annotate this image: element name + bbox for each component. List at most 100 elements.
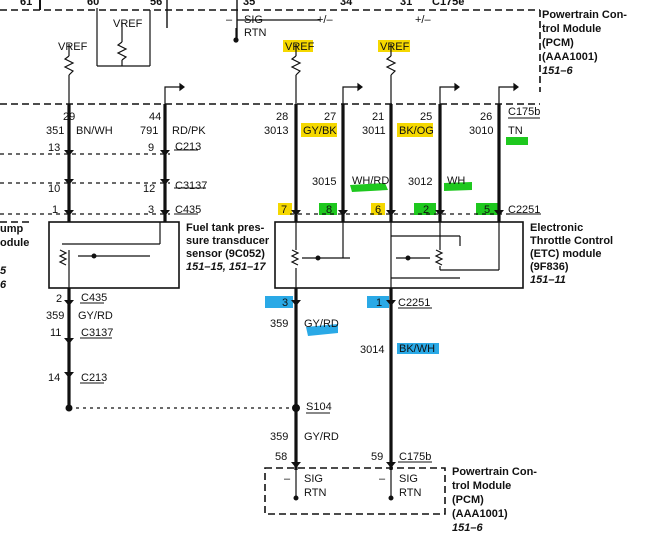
highlight-vref-21	[378, 40, 410, 52]
vref-label-3013: VREF	[285, 41, 315, 53]
c2251-pin-8: 8	[326, 204, 333, 216]
connector-c175b-top: C175b	[508, 106, 541, 118]
highlights	[265, 40, 528, 354]
connector-c2251-bottom: C2251	[398, 297, 431, 309]
color-gy-bk: GY/BK	[303, 125, 337, 137]
circuit-359-pcm: 359	[270, 431, 289, 443]
connector-c435-bottom: C435	[81, 292, 108, 304]
pcm-top-sig: SIG	[244, 14, 263, 26]
highlight-tn	[506, 137, 528, 145]
pcm-top-title-4: (AAA1001)	[542, 51, 598, 63]
c2251-pin-1: 1	[376, 297, 383, 309]
connector-c175b-bottom: C175b	[399, 451, 432, 463]
pcm-top-title-1: Powertrain Con-	[542, 9, 627, 21]
pin-28: 28	[276, 111, 289, 123]
pcm-top-pin-31: 31	[400, 0, 413, 8]
pcm-top-connector-c175e: C175e	[432, 0, 465, 8]
color-wh: WH	[447, 175, 466, 187]
pcm-top-pin-61: 61	[20, 0, 33, 8]
fuel-pump-partial-2: odule	[0, 237, 30, 249]
pcm-bottom-title-2: trol Module	[452, 480, 512, 492]
vref-label-3011: VREF	[380, 41, 410, 53]
c2251-pin-2: 2	[423, 204, 430, 216]
pcm-top-minus: –	[226, 14, 233, 26]
highlight-pin7	[278, 203, 292, 215]
color-gy-rd-left: GY/RD	[78, 310, 113, 322]
fuel-sensor-line-2: sure transducer	[186, 235, 270, 247]
pcm-bottom-pin-58: 58	[275, 451, 288, 463]
circuit-3010: 3010	[469, 125, 494, 137]
highlight-vref-28	[283, 40, 313, 52]
pin-27: 27	[324, 111, 337, 123]
etc-ref: 151–11	[530, 274, 566, 286]
pcm-bottom-rtn-2: RTN	[399, 487, 422, 499]
c3137-pin-12: 12	[143, 183, 156, 195]
pcm-bottom-title-1: Powertrain Con-	[452, 466, 537, 478]
highlight-bk-wh	[397, 343, 439, 354]
splice-s104-label: S104	[306, 401, 332, 413]
vref-label-pcm: VREF	[113, 18, 143, 30]
color-rd-pk: RD/PK	[172, 125, 206, 137]
pin-25: 25	[420, 111, 433, 123]
c213-pin-13: 13	[48, 142, 61, 154]
pcm-top-ref: 151–6	[542, 65, 573, 77]
color-bk-wh: BK/WH	[399, 343, 436, 355]
c435-pin-2: 2	[56, 293, 63, 305]
pcm-bottom-title-3: (PCM)	[452, 494, 484, 506]
fuel-sensor-line-1: Fuel tank pres-	[186, 222, 265, 234]
fuel-pump-partial-4: 6	[0, 279, 7, 291]
color-bn-wh: BN/WH	[76, 125, 113, 137]
pcm-bottom-sig-2: SIG	[399, 473, 418, 485]
c2251-pin-3: 3	[282, 297, 289, 309]
c435-pin-1: 1	[52, 204, 59, 216]
fuel-sensor-ref: 151–15, 151–17	[186, 261, 266, 273]
etc-module-box	[274, 221, 524, 289]
highlight-wh-rd	[350, 183, 388, 192]
pcm-top-title-2: trol Module	[542, 23, 602, 35]
pcm-bottom-title-4: (AAA1001)	[452, 508, 508, 520]
connector-c3137-top: C3137	[175, 180, 208, 192]
connector-underlines	[80, 117, 541, 463]
pin-44: 44	[149, 111, 162, 123]
c3137-pin-11: 11	[50, 327, 62, 339]
c213-pin-14: 14	[48, 372, 61, 384]
c2251-pin-5: 5	[484, 204, 491, 216]
connector-chevrons	[64, 150, 504, 468]
circuit-3013: 3013	[264, 125, 289, 137]
fuel-sensor-line-3: sensor (9C052)	[186, 248, 265, 260]
pcm-bottom-minus-2: –	[379, 473, 386, 485]
etc-line-1: Electronic	[530, 222, 584, 234]
pcm-bottom-sig: SIG	[304, 473, 323, 485]
connector-c435-top: C435	[175, 204, 202, 216]
pcm-bottom-pin-59: 59	[371, 451, 384, 463]
c435-pin-3: 3	[148, 204, 155, 216]
fuel-tank-sensor-box	[48, 221, 180, 289]
color-wh-rd: WH/RD	[352, 175, 390, 187]
wires	[67, 104, 501, 470]
highlight-pin2	[414, 203, 436, 215]
highlight-pin1	[367, 296, 389, 308]
pin-21: 21	[372, 111, 385, 123]
pin-26: 26	[480, 111, 493, 123]
vref-label-351: VREF	[58, 41, 88, 53]
pcm-bottom-box	[264, 467, 446, 515]
circuit-3011: 3011	[362, 125, 386, 137]
pcm-top-pin-34: 34	[340, 0, 353, 8]
pcm-top-rtn: RTN	[244, 27, 267, 39]
highlight-pin8	[319, 203, 337, 215]
highlight-gy-rd	[306, 324, 338, 336]
color-tn: TN	[508, 125, 523, 137]
splice-s104	[65, 404, 300, 412]
pcm-bottom-ref: 151–6	[452, 522, 483, 534]
color-bk-og: BK/OG	[399, 125, 434, 137]
highlight-wh	[444, 182, 472, 191]
connector-c213-top: C213	[175, 141, 202, 153]
fuel-pump-partial-3: 5	[0, 265, 7, 277]
highlight-pin5	[476, 203, 498, 215]
pcm-bottom-minus-1: –	[284, 473, 291, 485]
etc-line-2: Throttle Control	[530, 235, 614, 247]
pcm-top-plus-minus-1: +/–	[317, 14, 333, 26]
c3137-pin-10: 10	[48, 183, 61, 195]
circuit-359-etc: 359	[270, 318, 289, 330]
pcm-internal-circuits	[63, 8, 519, 104]
